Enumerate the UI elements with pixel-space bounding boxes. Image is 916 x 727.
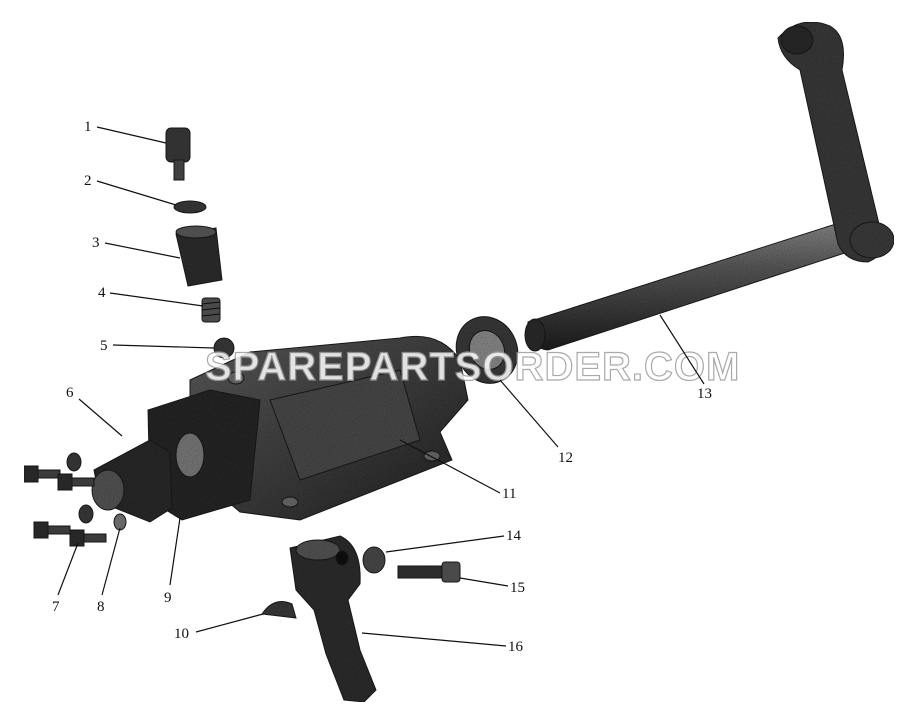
lock-washers-part — [66, 452, 127, 531]
callout-7: 7 — [52, 599, 60, 615]
leader-lines — [57, 126, 705, 647]
long-bolt-part — [397, 561, 461, 583]
watermark: SPAREPARTSORDER.COM — [205, 345, 740, 389]
ring-part — [455, 316, 519, 384]
callout-5: 5 — [100, 338, 108, 354]
lever-part — [289, 535, 377, 703]
callout-13: 13 — [697, 386, 712, 402]
callout-1: 1 — [84, 119, 92, 135]
nut-part — [362, 546, 386, 574]
callout-15: 15 — [510, 580, 525, 596]
fitting-part — [165, 127, 191, 181]
callout-4: 4 — [98, 285, 106, 301]
callout-6: 6 — [66, 385, 74, 401]
washer-part — [173, 200, 207, 214]
key-part — [261, 601, 297, 619]
callout-16: 16 — [508, 639, 524, 655]
spring-part — [201, 297, 221, 323]
callout-labels: 1 2 3 4 5 6 7 8 9 10 11 12 13 14 15 16 — [52, 119, 712, 655]
sleeve-part — [175, 225, 223, 287]
callout-9: 9 — [164, 590, 172, 606]
callout-3: 3 — [92, 235, 100, 251]
housing-part — [147, 335, 469, 521]
callout-2: 2 — [84, 173, 92, 189]
callout-12: 12 — [558, 450, 573, 466]
bolts-part — [23, 465, 107, 547]
callout-10: 10 — [174, 626, 189, 642]
end-cap-part — [91, 439, 173, 523]
parts-group — [23, 21, 895, 703]
callout-14: 14 — [506, 528, 522, 544]
callout-8: 8 — [97, 599, 105, 615]
crank-handle-part — [524, 21, 895, 352]
callout-11: 11 — [502, 486, 516, 502]
